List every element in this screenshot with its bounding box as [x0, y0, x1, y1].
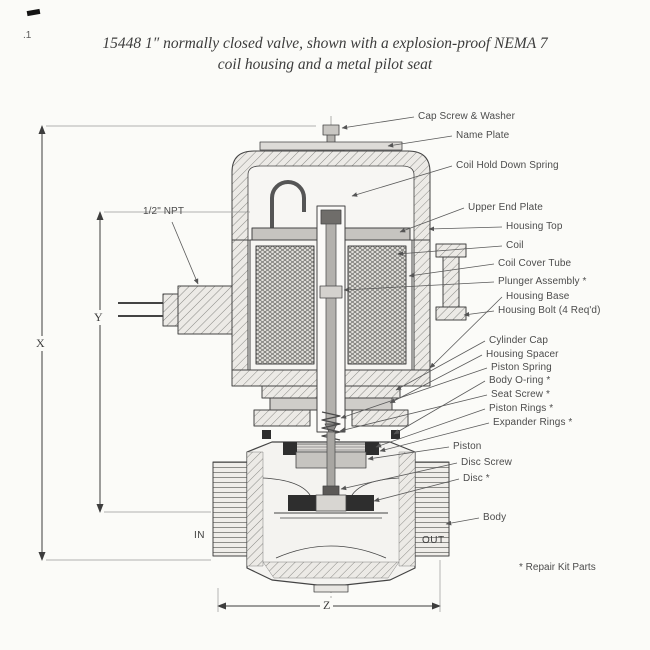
part-label-housing-spacer: Housing Spacer [486, 349, 559, 360]
housing-bolt-graphic [435, 243, 467, 321]
part-label-body: Body [483, 512, 507, 523]
o-ring-left [262, 430, 271, 439]
part-label-piston: Piston [453, 441, 482, 452]
part-label-plunger-assembly: Plunger Assembly * [498, 276, 587, 287]
part-label-body-o-ring: Body O-ring * [489, 375, 551, 386]
part-label-coil: Coil [506, 240, 524, 251]
dimension-z-label: Z [320, 598, 334, 613]
disc-right [346, 495, 374, 511]
part-label-cap-screw-washer: Cap Screw & Washer [418, 111, 516, 122]
part-label-piston-spring: Piston Spring [491, 362, 552, 373]
leader-lines [171, 116, 503, 526]
part-label-expander-rings: Expander Rings * [493, 417, 573, 428]
dimension-x-label: X [33, 336, 48, 351]
repair-kit-note: * Repair Kit Parts [519, 562, 596, 573]
part-label-housing-top: Housing Top [506, 221, 563, 232]
inlet-port-graphic [212, 461, 248, 557]
part-label-seat-screw: Seat Screw * [491, 389, 551, 400]
title-line-2: coil housing and a metal pilot seat [217, 56, 433, 73]
plunger-graphic [316, 205, 346, 441]
part-label-housing-bolt: Housing Bolt (4 Req'd) [498, 305, 601, 316]
body-graphic [212, 431, 450, 593]
title-line-1: 15448 1″ normally closed valve, shown wi… [102, 35, 548, 52]
part-label-name-plate: Name Plate [456, 130, 510, 141]
part-label-upper-end-plate: Upper End Plate [468, 202, 543, 213]
disc-left [288, 495, 316, 511]
corner-number: .1 [23, 30, 32, 41]
expander-ring-right [365, 442, 379, 455]
o-ring-right [391, 430, 400, 439]
name-plate-graphic [259, 141, 403, 151]
disc-screw-graphic [322, 485, 340, 496]
valve-cross-section-drawing [118, 124, 467, 593]
outlet-label: OUT [422, 535, 445, 546]
part-label-disc-screw: Disc Screw [461, 457, 513, 468]
part-label-disc: Disc * [463, 473, 490, 484]
coil-hold-down-spring-graphic [270, 180, 306, 228]
part-label-piston-rings: Piston Rings * [489, 403, 554, 414]
piston-spring-graphic [321, 411, 341, 441]
diagram-title: 15448 1″ normally closed valve, shown wi… [0, 33, 650, 75]
housing-graphic [231, 150, 431, 371]
dimension-y-label: Y [91, 310, 106, 325]
expander-ring-left [283, 442, 297, 455]
inlet-label: IN [194, 530, 205, 541]
conduit-hub-graphic [118, 285, 233, 335]
part-label-coil-cover-tube: Coil Cover Tube [498, 258, 572, 269]
npt-label: 1/2" NPT [143, 206, 185, 217]
part-label-coil-hold-down-spring: Coil Hold Down Spring [456, 160, 559, 171]
part-label-housing-base: Housing Base [506, 291, 570, 302]
part-label-cylinder-cap: Cylinder Cap [489, 335, 549, 346]
outlet-port-graphic [414, 461, 450, 557]
npt-leader [171, 221, 199, 285]
